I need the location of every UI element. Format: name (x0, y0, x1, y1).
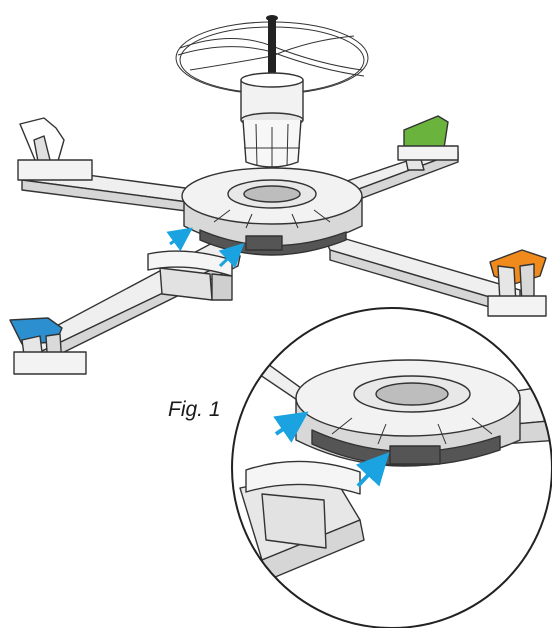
figure-caption: Fig. 1 (168, 398, 221, 421)
landing-pad-upper-left (17, 117, 93, 181)
motor-pod-icon (240, 72, 304, 168)
arrow-icon (166, 227, 245, 269)
landing-pad-orange-icon (487, 249, 547, 317)
landing-pad-green-icon (397, 115, 459, 171)
landing-pad-blue-icon (9, 317, 87, 375)
rotor-assembly (175, 15, 369, 168)
motor-shaft (266, 15, 278, 80)
hub-icon (181, 167, 363, 256)
battery-clip (147, 250, 233, 301)
detail-magnifier-icon (231, 307, 552, 628)
